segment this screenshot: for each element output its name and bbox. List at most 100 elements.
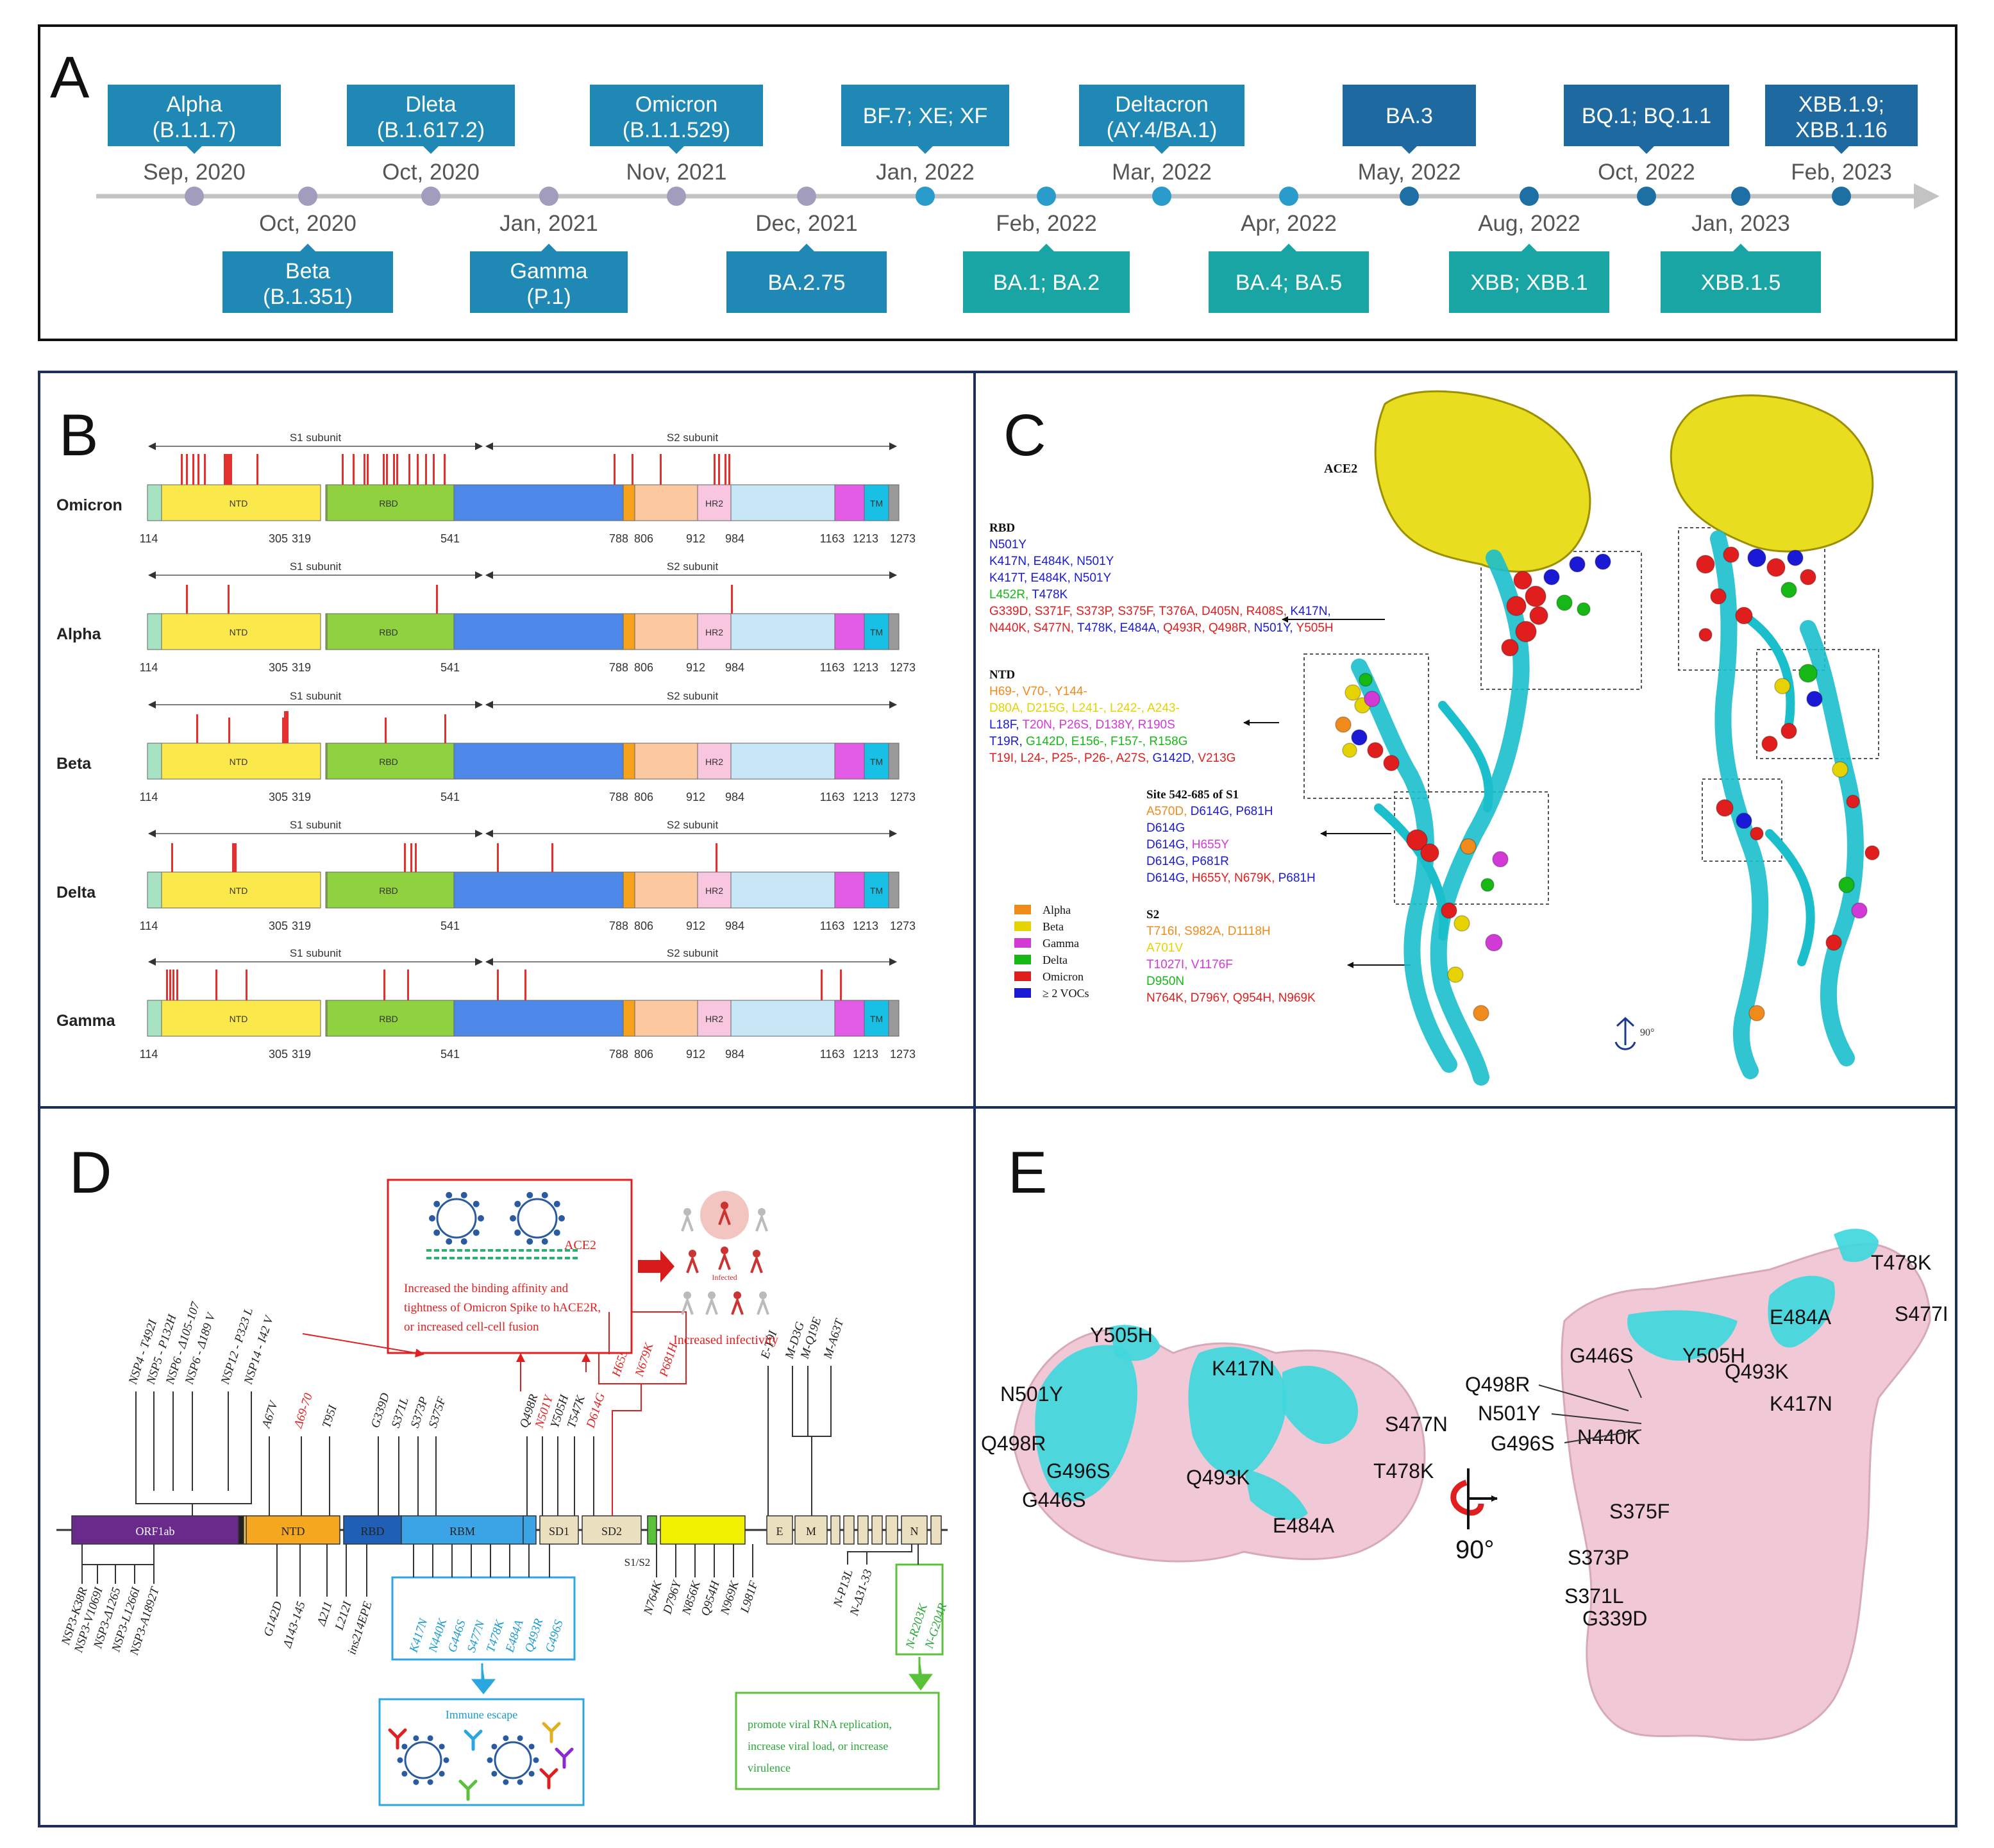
variant-box-pointer <box>917 146 933 154</box>
rbd-surface-right <box>1561 1243 1931 1741</box>
s1-subunit-label: S1 subunit <box>290 560 342 573</box>
domain-segment <box>623 613 635 650</box>
domain-position: 806 <box>634 920 653 932</box>
domain-segment <box>623 871 635 909</box>
mutation-span: N501Y <box>989 538 1026 551</box>
person-head <box>758 1208 766 1216</box>
ntd-bottom-label: G142D <box>261 1600 285 1638</box>
mutation-mark <box>821 970 823 1000</box>
variant-row-label: Gamma <box>56 1012 116 1030</box>
variant-name: Dleta <box>405 92 456 117</box>
domain-position: 1163 <box>820 532 845 545</box>
mutation-mark <box>393 454 395 485</box>
mutation-span: K417T, E484K, N501Y <box>989 571 1111 585</box>
domain-position: 114 <box>140 661 158 674</box>
residue-sphere <box>1750 827 1764 841</box>
mutation-mark <box>444 714 446 743</box>
person-body <box>731 1297 744 1315</box>
person-head <box>733 1291 741 1299</box>
virus-spike <box>443 1757 449 1763</box>
domain-position: 1213 <box>853 661 878 674</box>
genome-segment <box>401 1515 524 1545</box>
label-bracket <box>847 1544 912 1565</box>
mutation-mark <box>396 454 398 485</box>
residue-sphere <box>1492 851 1509 868</box>
mutation-span: T19I, L24-, P25-, P26-, A27S, <box>989 752 1153 765</box>
mutation-span: N501Y, <box>1254 621 1296 635</box>
residue-label-left: K417N <box>1212 1357 1275 1380</box>
genome-segment <box>647 1515 657 1545</box>
panel-a-frame <box>38 24 1957 341</box>
variant-name: Deltacron <box>1115 92 1209 117</box>
domain-segment <box>453 743 624 780</box>
person-body <box>681 1213 694 1232</box>
genome-segment-label: E <box>776 1525 783 1538</box>
genome-segment-label: ORF1ab <box>135 1525 174 1538</box>
legend-swatch <box>1014 905 1031 914</box>
mutation-mark <box>718 454 720 485</box>
domain-segment <box>634 613 698 650</box>
timeline-dot <box>1731 187 1750 206</box>
residue-label-right: K417N <box>1770 1392 1832 1415</box>
residue-sphere <box>1441 902 1457 919</box>
residue-sphere <box>1735 607 1753 625</box>
ntd-bottom-label: Δ143-145 <box>280 1600 308 1650</box>
person-head <box>721 1202 728 1209</box>
domain-segment <box>453 1000 624 1037</box>
variant-box <box>1449 251 1609 313</box>
variant-name: Beta <box>285 259 330 283</box>
variant-name: XBB.1.5 <box>1701 271 1781 295</box>
virus-spike <box>528 1770 535 1777</box>
virus-spike <box>503 1735 509 1742</box>
variant-box <box>1079 85 1244 146</box>
mutation-mark <box>408 454 410 485</box>
timeline-dot <box>667 187 686 206</box>
domain-position: 984 <box>725 791 744 803</box>
ntd-label: NTD <box>230 757 248 767</box>
domain-position: 984 <box>725 920 744 932</box>
domain-segment <box>888 871 900 909</box>
mutation-mark <box>632 454 633 485</box>
residue-label-right: Y505H <box>1682 1344 1745 1367</box>
virus-spike <box>517 1735 523 1742</box>
variant-lineage: (P.1) <box>526 285 571 309</box>
mutation-mark <box>383 970 385 1000</box>
variant-box-pointer <box>423 146 439 154</box>
genome-segment <box>930 1515 942 1545</box>
mutation-span: T478K <box>1032 588 1068 601</box>
mutation-mark <box>353 454 355 485</box>
residue-sphere <box>1501 639 1519 657</box>
mutation-mark <box>407 970 409 1000</box>
variant-box-pointer <box>187 146 202 154</box>
infected-halo <box>700 1191 749 1239</box>
s2-subunit-label: S2 subunit <box>667 947 719 959</box>
virus-spike <box>541 1191 548 1198</box>
mutation-mark <box>284 711 289 743</box>
mutation-patch-left <box>1035 1345 1137 1502</box>
residue-sphere <box>1832 761 1848 778</box>
genome-segment-label: SD1 <box>549 1525 569 1538</box>
residue-sphere <box>1736 812 1752 829</box>
mutation-patch-left <box>1282 1366 1359 1444</box>
promote-text: promote viral RNA replication, <box>748 1718 892 1731</box>
mutation-span: H69-, V70-, Y144- <box>989 685 1087 698</box>
spike-mutation-label: Δ69-70 <box>291 1391 315 1431</box>
mutation-span: D614G, <box>1146 871 1192 885</box>
antibody-icon <box>458 1779 478 1801</box>
genome-segment <box>660 1515 746 1545</box>
rbd-label: RBD <box>379 627 398 637</box>
s2-subunit-label: S2 subunit <box>667 432 719 444</box>
virus-icon <box>436 1198 477 1239</box>
hr2-label: HR2 <box>705 1014 723 1024</box>
domain-segment <box>634 743 698 780</box>
residue-sphere <box>1780 582 1797 598</box>
tm-label: TM <box>870 757 883 767</box>
genome-segment <box>343 1515 402 1545</box>
timeline-date: Jan, 2021 <box>499 211 598 236</box>
legend-label: Gamma <box>1043 937 1079 950</box>
mutation-span: T478K, E484A, <box>1077 621 1163 635</box>
domain-position: 806 <box>634 1048 653 1061</box>
domain-segment <box>634 871 698 909</box>
